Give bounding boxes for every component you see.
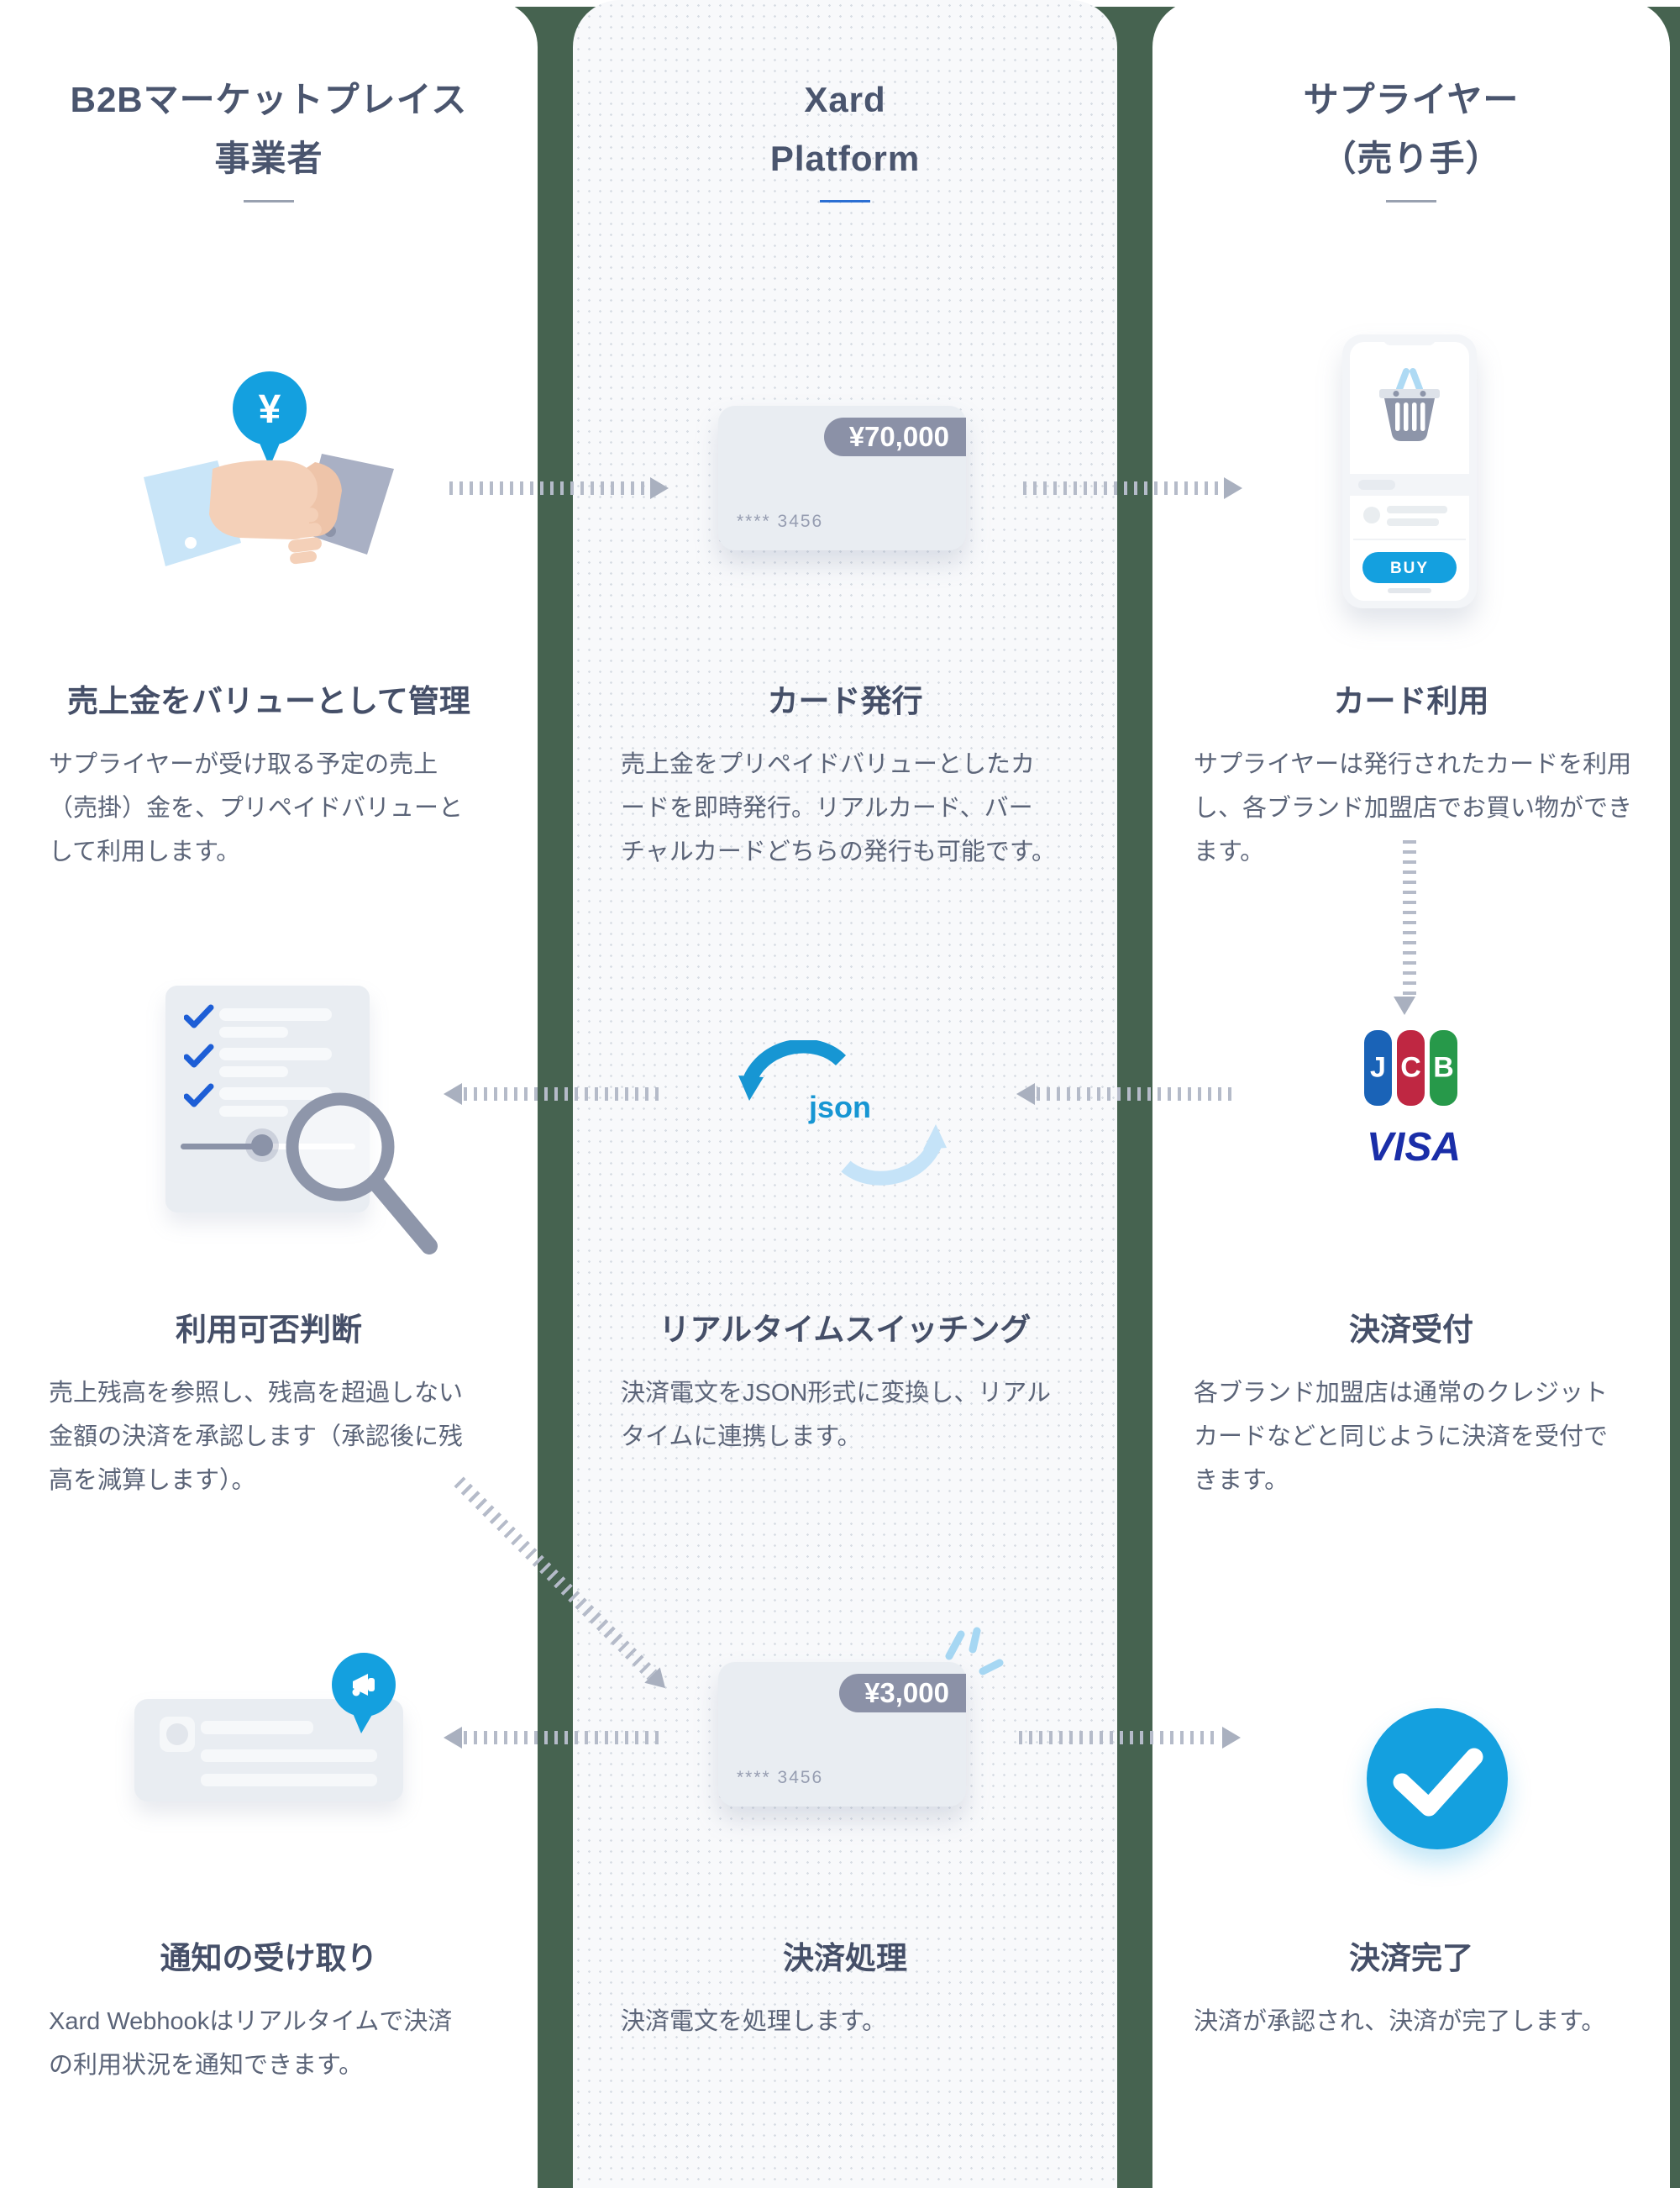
step-body: 売上金をプリペイドバリューとしたカ ードを即時発行。リアルカード、バー チャルカ… xyxy=(621,751,1056,865)
payment-card-illustration: ¥3,000 **** 3456 xyxy=(718,1662,966,1807)
approval-check-illustration xyxy=(165,986,455,1267)
skeleton-line xyxy=(1387,506,1447,513)
checkmark-icon xyxy=(184,1083,214,1107)
jcb-stripe-red: C xyxy=(1397,1030,1425,1106)
step-body: 決済電文をJSON形式に変換し、リアル タイムに連携します。 xyxy=(621,1380,1052,1450)
flow-arrow-dashes xyxy=(1019,1731,1221,1744)
skeleton-line xyxy=(219,1008,332,1021)
buy-button[interactable]: BUY xyxy=(1362,552,1457,583)
step-heading: カード発行 xyxy=(767,684,923,718)
step-body: サプライヤーが受け取る予定の売上 （売掛）金を、プリペイドバリューと して利用し… xyxy=(49,751,464,865)
skeleton-line xyxy=(201,1774,377,1786)
magnifier-icon xyxy=(286,1092,438,1254)
jcb-stripe-green: B xyxy=(1430,1030,1457,1106)
step-body: 売上残高を参照し、残高を超過しない 金額の決済を承認します（承認後に残 高を減算… xyxy=(49,1380,464,1494)
arrow-right-icon xyxy=(1224,477,1242,499)
checkmark-icon xyxy=(184,1044,214,1068)
step-heading: 決済受付 xyxy=(1349,1312,1473,1347)
webhook-notification-illustration xyxy=(134,1651,424,1811)
jcb-letter: B xyxy=(1433,1051,1454,1084)
skeleton-line xyxy=(219,1066,288,1077)
column-title-platform: Xard Platform xyxy=(769,80,921,178)
arrow-left-icon xyxy=(444,1727,462,1749)
megaphone-icon xyxy=(352,1674,375,1696)
column-title-supplier: サプライヤー （売り手） xyxy=(1303,80,1520,178)
flow-arrow-dashes xyxy=(449,481,649,495)
step-body: 決済が承認され、決済が完了します。 xyxy=(1194,2008,1606,2035)
jcb-letter: C xyxy=(1400,1051,1421,1084)
title-underline xyxy=(820,200,870,202)
arrow-right-icon xyxy=(650,477,669,499)
step-body: 各ブランド加盟店は通常のクレジット カードなどと同じように決済を受付で きます。 xyxy=(1194,1380,1609,1494)
bubble-tail xyxy=(353,1713,373,1733)
skeleton-line xyxy=(219,1027,288,1038)
step-heading: リアルタイムスイッチング xyxy=(659,1312,1032,1347)
flow-arrow-dashes xyxy=(1403,840,1416,995)
step-heading: 利用可否判断 xyxy=(176,1312,362,1347)
visa-logo: VISA xyxy=(1366,1125,1462,1170)
checkmark-icon xyxy=(184,1004,214,1028)
home-indicator xyxy=(1388,588,1431,593)
card-number: **** 3456 xyxy=(737,1768,824,1787)
title-underline xyxy=(1386,200,1436,202)
step-heading: 決済完了 xyxy=(1349,1941,1473,1975)
step-heading: 決済処理 xyxy=(783,1941,907,1975)
step-body: 決済電文を処理します。 xyxy=(621,2008,887,2035)
arrow-right-icon xyxy=(1222,1727,1241,1749)
step-heading: カード利用 xyxy=(1333,684,1489,718)
slider-knob xyxy=(251,1134,273,1156)
json-convert-icon: json xyxy=(738,1040,947,1186)
flow-arrow-dashes xyxy=(1023,481,1223,495)
jcb-logo: J C B xyxy=(1364,1030,1458,1106)
phone-notch xyxy=(1383,334,1436,345)
phone-section-band xyxy=(1350,474,1469,496)
shopping-phone-illustration: BUY xyxy=(1342,334,1477,608)
notification-avatar xyxy=(160,1717,195,1752)
column-title-marketplace: B2Bマーケットプレイス 事業者 xyxy=(70,80,468,178)
json-label: json xyxy=(808,1090,871,1124)
handshake-icon: ¥ xyxy=(144,371,394,566)
jcb-letter: J xyxy=(1370,1051,1386,1084)
slider-track xyxy=(181,1144,261,1149)
sparkle-icon xyxy=(945,1627,1004,1675)
flow-arrow-dashes xyxy=(1037,1087,1236,1101)
card-number: **** 3456 xyxy=(737,512,824,531)
arrow-left-icon xyxy=(1016,1083,1035,1105)
skeleton-line xyxy=(219,1087,332,1100)
step-body: サプライヤーは発行されたカードを利用 し、各ブランド加盟店でお買い物ができ ます… xyxy=(1194,751,1633,865)
skeleton-line xyxy=(201,1749,377,1762)
step-heading: 売上金をバリューとして管理 xyxy=(67,684,470,718)
issued-card-illustration: ¥70,000 **** 3456 xyxy=(718,406,966,550)
step-heading: 通知の受け取り xyxy=(160,1941,378,1975)
title-underline xyxy=(244,200,294,202)
phone-screen: BUY xyxy=(1350,342,1469,601)
flow-arrow-dashes xyxy=(464,1731,664,1744)
shopping-basket-icon xyxy=(1379,368,1440,441)
arrow-down-icon xyxy=(1394,997,1415,1015)
divider xyxy=(1353,539,1466,540)
skeleton-line xyxy=(219,1106,288,1117)
announcement-bubble xyxy=(332,1653,396,1717)
payment-complete-check-icon xyxy=(1367,1708,1508,1849)
flow-arrow-dashes xyxy=(464,1087,664,1101)
product-thumbnail xyxy=(1363,507,1380,523)
step-body: Xard Webhookはリアルタイムで決済 の利用状況を通知できます。 xyxy=(49,2008,453,2079)
arrow-left-icon xyxy=(444,1083,462,1105)
yen-symbol: ¥ xyxy=(259,387,281,432)
card-amount-badge: ¥3,000 xyxy=(839,1674,966,1712)
jcb-stripe-blue: J xyxy=(1364,1030,1392,1106)
skeleton-line xyxy=(201,1721,313,1734)
skeleton-line xyxy=(219,1048,332,1060)
card-amount-badge: ¥70,000 xyxy=(823,418,966,456)
skeleton-line xyxy=(1387,518,1439,526)
